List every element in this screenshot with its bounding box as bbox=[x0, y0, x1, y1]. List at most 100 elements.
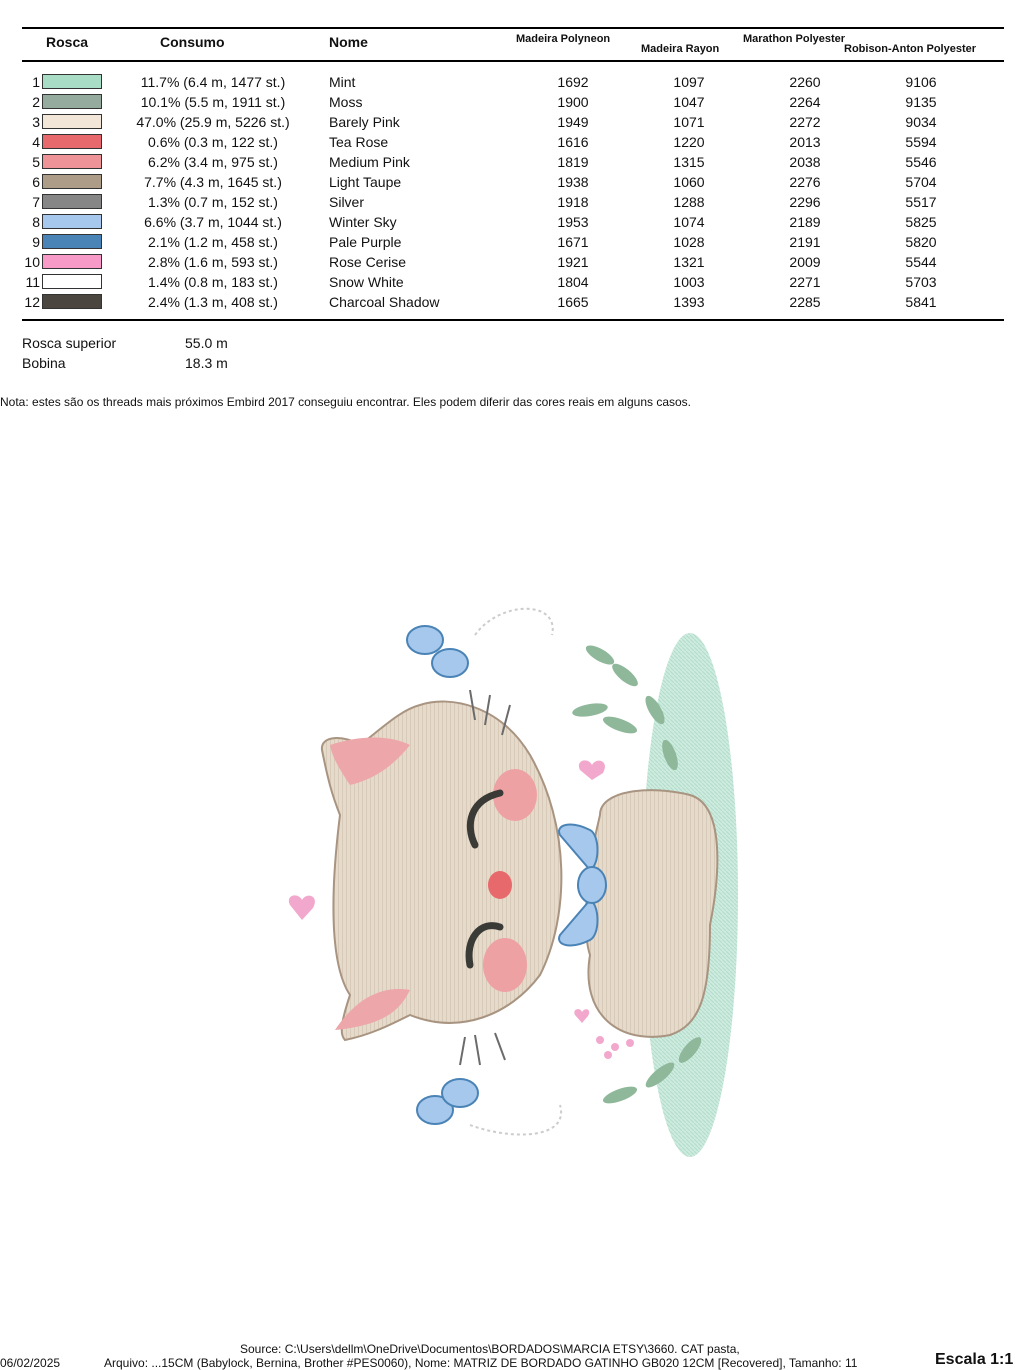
cat-eye-top bbox=[466, 789, 504, 849]
thread-index: 5 bbox=[32, 154, 40, 170]
summary-bobbin-label: Bobina bbox=[22, 355, 66, 371]
thread-consumption: 0.6% (0.3 m, 122 st.) bbox=[148, 134, 278, 150]
thread-madeira-rayon: 1393 bbox=[673, 294, 705, 310]
thread-name: Charcoal Shadow bbox=[329, 294, 440, 310]
thread-marathon-polyester: 2038 bbox=[789, 154, 821, 170]
thread-madeira-rayon: 1315 bbox=[673, 154, 705, 170]
thread-marathon-polyester: 2013 bbox=[789, 134, 821, 150]
leaves-bottom bbox=[602, 1037, 702, 1104]
thread-index: 11 bbox=[25, 274, 40, 290]
cat-cheek-bottom bbox=[483, 938, 527, 992]
thread-robison-anton: 5704 bbox=[905, 174, 937, 190]
thread-robison-anton: 5544 bbox=[905, 254, 937, 270]
cat-bow bbox=[558, 823, 607, 947]
thread-name: Rose Cerise bbox=[329, 254, 407, 270]
thread-madeira-polyneon: 1616 bbox=[557, 134, 589, 150]
thread-color-swatch bbox=[42, 134, 102, 149]
thread-robison-anton: 5841 bbox=[905, 294, 937, 310]
thread-consumption: 11.7% (6.4 m, 1477 st.) bbox=[140, 74, 286, 90]
thread-marathon-polyester: 2260 bbox=[789, 74, 821, 90]
thread-name: Mint bbox=[329, 74, 356, 90]
thread-row: 5 6.2% (3.4 m, 975 st.) Medium Pink 1819 131… bbox=[0, 152, 1024, 172]
thread-robison-anton: 5703 bbox=[905, 274, 937, 290]
cat-body bbox=[584, 789, 719, 1038]
thread-consumption: 2.8% (1.6 m, 593 st.) bbox=[148, 254, 278, 270]
thread-madeira-rayon: 1047 bbox=[673, 94, 705, 110]
thread-consumption: 1.4% (0.8 m, 183 st.) bbox=[148, 274, 278, 290]
summary-top-label: Rosca superior bbox=[22, 335, 117, 351]
thread-color-swatch bbox=[42, 294, 102, 309]
thread-robison-anton: 9106 bbox=[905, 74, 937, 90]
thread-name: Winter Sky bbox=[329, 214, 397, 230]
thread-marathon-polyester: 2009 bbox=[789, 254, 821, 270]
thread-marathon-polyester: 2189 bbox=[789, 214, 821, 230]
cat-ear-top bbox=[330, 737, 410, 785]
thread-color-swatch bbox=[42, 114, 102, 129]
swirl-bottom bbox=[469, 1104, 563, 1136]
heart-left bbox=[288, 895, 315, 920]
thread-madeira-rayon: 1097 bbox=[673, 74, 705, 90]
thread-color-swatch bbox=[42, 194, 102, 209]
thread-madeira-polyneon: 1938 bbox=[557, 174, 589, 190]
thread-color-swatch bbox=[42, 274, 102, 289]
thread-robison-anton: 5546 bbox=[905, 154, 937, 170]
thread-marathon-polyester: 2296 bbox=[789, 194, 821, 210]
header-madeira-rayon: Madeira Rayon bbox=[641, 43, 720, 55]
thread-robison-anton: 5517 bbox=[905, 194, 937, 210]
thread-consumption: 6.2% (3.4 m, 975 st.) bbox=[148, 154, 278, 170]
table-bottom-rule bbox=[22, 319, 1004, 321]
footer-file: Arquivo: ...15CM (Babylock, Bernina, Bro… bbox=[104, 1356, 858, 1370]
thread-robison-anton: 9034 bbox=[905, 114, 937, 130]
thread-madeira-polyneon: 1671 bbox=[557, 234, 589, 250]
thread-index: 12 bbox=[24, 294, 40, 310]
thread-marathon-polyester: 2276 bbox=[789, 174, 821, 190]
thread-index: 4 bbox=[32, 134, 40, 150]
table-header-rule bbox=[22, 60, 1004, 62]
thread-color-swatch bbox=[42, 234, 102, 249]
summary-top-value: 55.0 m bbox=[185, 335, 228, 351]
thread-name: Medium Pink bbox=[329, 154, 410, 170]
butterfly-top bbox=[406, 625, 469, 678]
footer-scale: Escala 1:1 bbox=[935, 1351, 1014, 1368]
summary-bobbin-value: 18.3 m bbox=[185, 355, 228, 371]
thread-marathon-polyester: 2191 bbox=[789, 234, 821, 250]
thread-madeira-rayon: 1288 bbox=[673, 194, 705, 210]
thread-index: 3 bbox=[32, 114, 40, 130]
thread-madeira-polyneon: 1949 bbox=[557, 114, 589, 130]
thread-name: Barely Pink bbox=[329, 114, 400, 130]
thread-name: Silver bbox=[329, 194, 365, 210]
swirl-top bbox=[474, 607, 554, 636]
thread-row: 3 47.0% (25.9 m, 5226 st.) Barely Pink 1949… bbox=[0, 112, 1024, 132]
cat-cheek-top bbox=[493, 769, 537, 821]
thread-name: Pale Purple bbox=[329, 234, 402, 250]
embroidery-cat-design bbox=[288, 607, 738, 1157]
thread-consumption: 7.7% (4.3 m, 1645 st.) bbox=[144, 174, 282, 190]
footer-source: Source: C:\Users\dellm\OneDrive\Document… bbox=[240, 1342, 740, 1356]
thread-madeira-polyneon: 1819 bbox=[557, 154, 589, 170]
thread-consumption: 6.6% (3.7 m, 1044 st.) bbox=[144, 214, 282, 230]
thread-consumption: 2.1% (1.2 m, 458 st.) bbox=[148, 234, 278, 250]
thread-color-swatch bbox=[42, 214, 102, 229]
thread-index: 8 bbox=[32, 214, 40, 230]
thread-madeira-rayon: 1071 bbox=[673, 114, 705, 130]
thread-consumption: 47.0% (25.9 m, 5226 st.) bbox=[136, 114, 290, 130]
cat-ear-bottom bbox=[335, 989, 410, 1030]
thread-color-swatch bbox=[42, 154, 102, 169]
thread-marathon-polyester: 2272 bbox=[789, 114, 821, 130]
thread-madeira-rayon: 1321 bbox=[673, 254, 705, 270]
thread-robison-anton: 5594 bbox=[905, 134, 937, 150]
cat-whiskers bbox=[459, 689, 511, 1066]
thread-consumption: 1.3% (0.7 m, 152 st.) bbox=[148, 194, 278, 210]
thread-marathon-polyester: 2285 bbox=[789, 294, 821, 310]
thread-index: 6 bbox=[32, 174, 40, 190]
header-rosca: Rosca bbox=[46, 34, 89, 50]
thread-index: 7 bbox=[32, 194, 40, 210]
heart-right bbox=[578, 760, 605, 780]
